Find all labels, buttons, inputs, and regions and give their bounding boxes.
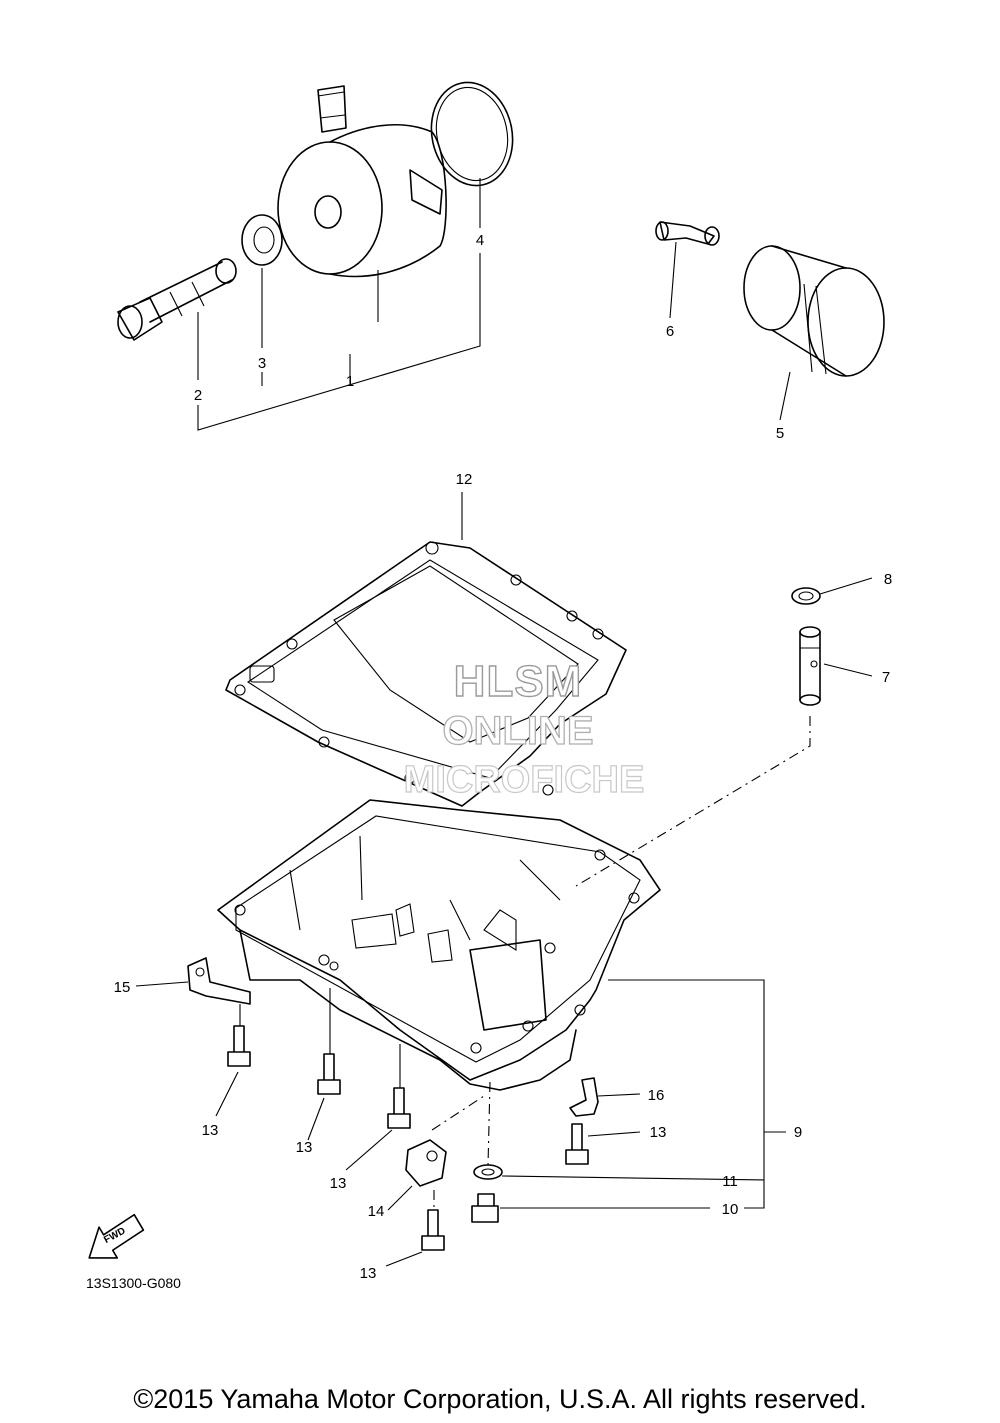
part-12-gasket [225, 541, 627, 807]
callout-13: 13 [360, 1265, 377, 1282]
part-3-washer [241, 214, 283, 266]
callout-10: 10 [722, 1201, 739, 1218]
part-4-o-ring [430, 81, 514, 187]
callout-5: 5 [776, 425, 784, 442]
diagram-code: 13S1300-G080 [86, 1275, 181, 1291]
part-6-fitting [655, 221, 720, 246]
callout-13: 13 [202, 1122, 219, 1139]
callout-14: 14 [368, 1203, 385, 1220]
callout-13: 13 [330, 1175, 347, 1192]
part-10-drain-bolt [471, 1193, 499, 1223]
callout-16: 16 [648, 1087, 665, 1104]
bottom-callout-leads [135, 492, 873, 1267]
callout-11: 11 [722, 1173, 738, 1190]
fwd-arrow-icon: FWD [88, 1213, 145, 1259]
part-16-bracket [569, 1077, 599, 1117]
callout-15: 15 [114, 979, 131, 996]
watermark: HLSM ONLINE MICROFICHE [403, 656, 645, 801]
callout-13: 13 [650, 1124, 667, 1141]
part-11-gasket [473, 1164, 503, 1180]
part-7-pipe [799, 626, 821, 706]
part-14-collar [405, 1139, 447, 1187]
callout-12: 12 [456, 471, 473, 488]
callout-4: 4 [476, 232, 484, 249]
callout-3: 3 [258, 355, 266, 372]
watermark-line-2: ONLINE [442, 709, 593, 753]
callout-6: 6 [666, 323, 674, 340]
watermark-line-1: HLSM [454, 657, 583, 706]
part-9-oil-pan [217, 799, 661, 1091]
callout-13: 13 [296, 1139, 313, 1156]
part-2-union-bolt [117, 258, 237, 341]
callout-7: 7 [882, 669, 890, 686]
top-callout-leads [197, 178, 791, 431]
callout-9: 9 [794, 1124, 802, 1141]
watermark-line-3: MICROFICHE [404, 759, 645, 801]
part-13-bolts [227, 1025, 589, 1251]
part-8-washer [791, 587, 821, 605]
callout-labels: 1 2 3 4 5 6 7 8 9 10 11 12 13 13 13 13 1… [114, 232, 893, 1282]
callout-8: 8 [884, 571, 892, 588]
part-15-bracket [187, 957, 251, 1005]
copyright-notice: ©2015 Yamaha Motor Corporation, U.S.A. A… [133, 1384, 866, 1414]
part-5-oil-filter [743, 245, 885, 377]
callout-2: 2 [194, 387, 202, 404]
callout-1: 1 [346, 373, 354, 390]
part-1-oil-cooler [277, 85, 447, 278]
